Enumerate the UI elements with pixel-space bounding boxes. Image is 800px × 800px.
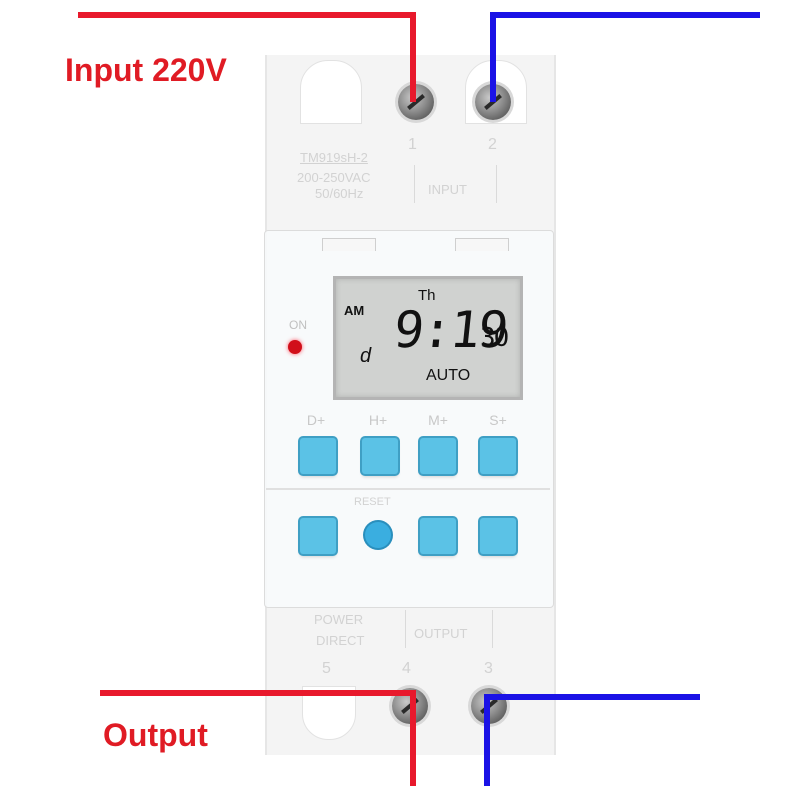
output-neutral-wire-vertical [484, 694, 490, 786]
terminal-3-label: 3 [484, 660, 493, 677]
cover-seam [266, 488, 550, 490]
lcd-ampm: AM [344, 303, 365, 318]
input-live-wire-vertical [410, 12, 416, 102]
reset-label: RESET [354, 496, 391, 508]
input-callout: Input 220V [65, 52, 227, 88]
output-live-wire-vertical [410, 690, 416, 786]
input-neutral-wire-vertical [490, 12, 496, 102]
lcd-day: Th [418, 287, 436, 304]
manual-button[interactable] [480, 518, 516, 554]
output-divider-right [492, 610, 493, 648]
output-divider-left [405, 610, 406, 648]
terminal-1-label: 1 [408, 136, 417, 153]
second-plus-button[interactable] [480, 438, 516, 474]
input-neutral-wire-horizontal [490, 12, 760, 18]
on-label: ON [289, 318, 307, 332]
terminal-4-label: 4 [402, 660, 411, 677]
btn-label-m: M+ [428, 412, 448, 428]
lcd-seconds: 30 [480, 323, 509, 353]
cover-tab-left [322, 238, 376, 251]
direct-label: DIRECT [316, 633, 365, 648]
btn-label-d: D+ [306, 412, 326, 428]
model-label: TM919sH-2 [300, 150, 368, 165]
cover-tab-right [455, 238, 509, 251]
output-neutral-wire-horizontal [484, 694, 700, 700]
function-button[interactable] [300, 518, 336, 554]
input-divider-left [414, 165, 415, 203]
lcd-mode: AUTO [426, 367, 471, 384]
minute-plus-button[interactable] [420, 438, 456, 474]
top-slot-left [300, 60, 362, 124]
on-led-icon [288, 340, 302, 354]
voltage-label: 200-250VAC [297, 170, 371, 185]
day-plus-button[interactable] [300, 438, 336, 474]
lcd-program: d [360, 345, 372, 367]
frequency-label: 50/60Hz [315, 186, 364, 201]
output-live-wire-horizontal [100, 690, 416, 696]
lcd-display: Th AM 9:19 30 d AUTO [333, 276, 523, 400]
input-live-wire-horizontal [78, 12, 416, 18]
power-label: POWER [314, 612, 364, 627]
output-callout: Output [103, 717, 208, 753]
terminal-1-screw-icon [398, 84, 434, 120]
btn-label-h: H+ [368, 412, 388, 428]
terminal-2-label: 2 [488, 136, 497, 153]
btn-label-s: S+ [489, 412, 507, 428]
input-label: INPUT [428, 182, 467, 197]
reset-button[interactable] [365, 522, 391, 548]
terminal-5-label: 5 [322, 660, 331, 677]
output-label: OUTPUT [414, 626, 468, 641]
input-divider-right [496, 165, 497, 203]
clock-button[interactable] [420, 518, 456, 554]
hour-plus-button[interactable] [362, 438, 398, 474]
